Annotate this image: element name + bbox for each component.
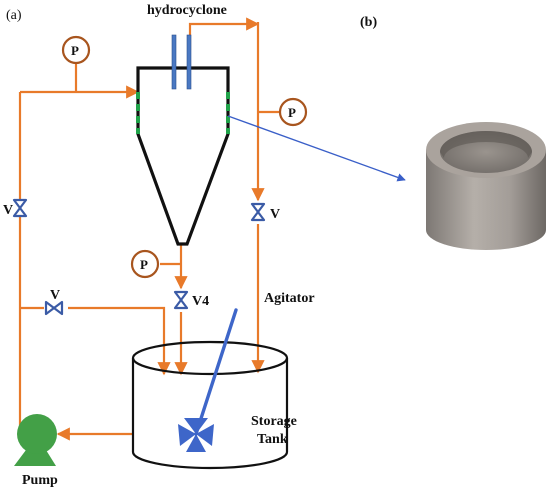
valve-left-label: V [3, 203, 13, 218]
tank-top [131, 340, 289, 376]
cyclone-body [136, 66, 230, 246]
sleeve-side [426, 150, 546, 250]
valve-right-label: V [270, 207, 280, 222]
pump-body [17, 414, 57, 454]
gauge-inlet: P [61, 35, 91, 65]
pump-base [14, 450, 56, 466]
valve-right: V [250, 202, 280, 222]
vortex-finder-right [186, 34, 192, 90]
pump-label: Pump [22, 473, 58, 488]
valve-underflow-label: V4 [192, 294, 209, 309]
agitator-shaft [194, 308, 238, 436]
valve-middle: V [44, 288, 64, 316]
panel-label-b: (b) [360, 15, 377, 30]
pump: Pump [14, 414, 58, 488]
sleeve-inner-shadow [440, 131, 532, 158]
gauge-overflow: P [278, 97, 308, 127]
sintered-filter-photo [416, 104, 550, 262]
gauge-underflow: P [130, 249, 160, 279]
valve-left: V [3, 198, 28, 218]
valve-underflow: V4 [173, 290, 209, 310]
pipe-network [18, 17, 280, 441]
vortex-finder-left [171, 34, 177, 90]
callout-arrow [227, 115, 406, 182]
gauge-underflow-label: P [140, 257, 148, 272]
tank-label-line2: Tank [257, 432, 288, 447]
panel-label-a: (a) [6, 8, 22, 23]
agitator: Agitator [178, 291, 315, 452]
hydrocyclone-label: hydrocyclone [147, 3, 227, 18]
agitator-label: Agitator [264, 291, 315, 306]
gauge-inlet-label: P [71, 43, 79, 58]
tank-label-line1: Storage [251, 414, 297, 429]
pipe-bypass-cont [68, 306, 171, 376]
tank-body [131, 358, 289, 470]
storage-tank: Storage Tank [131, 340, 297, 470]
valve-middle-label: V [50, 288, 60, 303]
gauge-overflow-label: P [288, 105, 296, 120]
agitator-blades [178, 418, 214, 452]
hydrocyclone: hydrocyclone [136, 3, 230, 246]
pipe-overflow-line [188, 17, 260, 50]
